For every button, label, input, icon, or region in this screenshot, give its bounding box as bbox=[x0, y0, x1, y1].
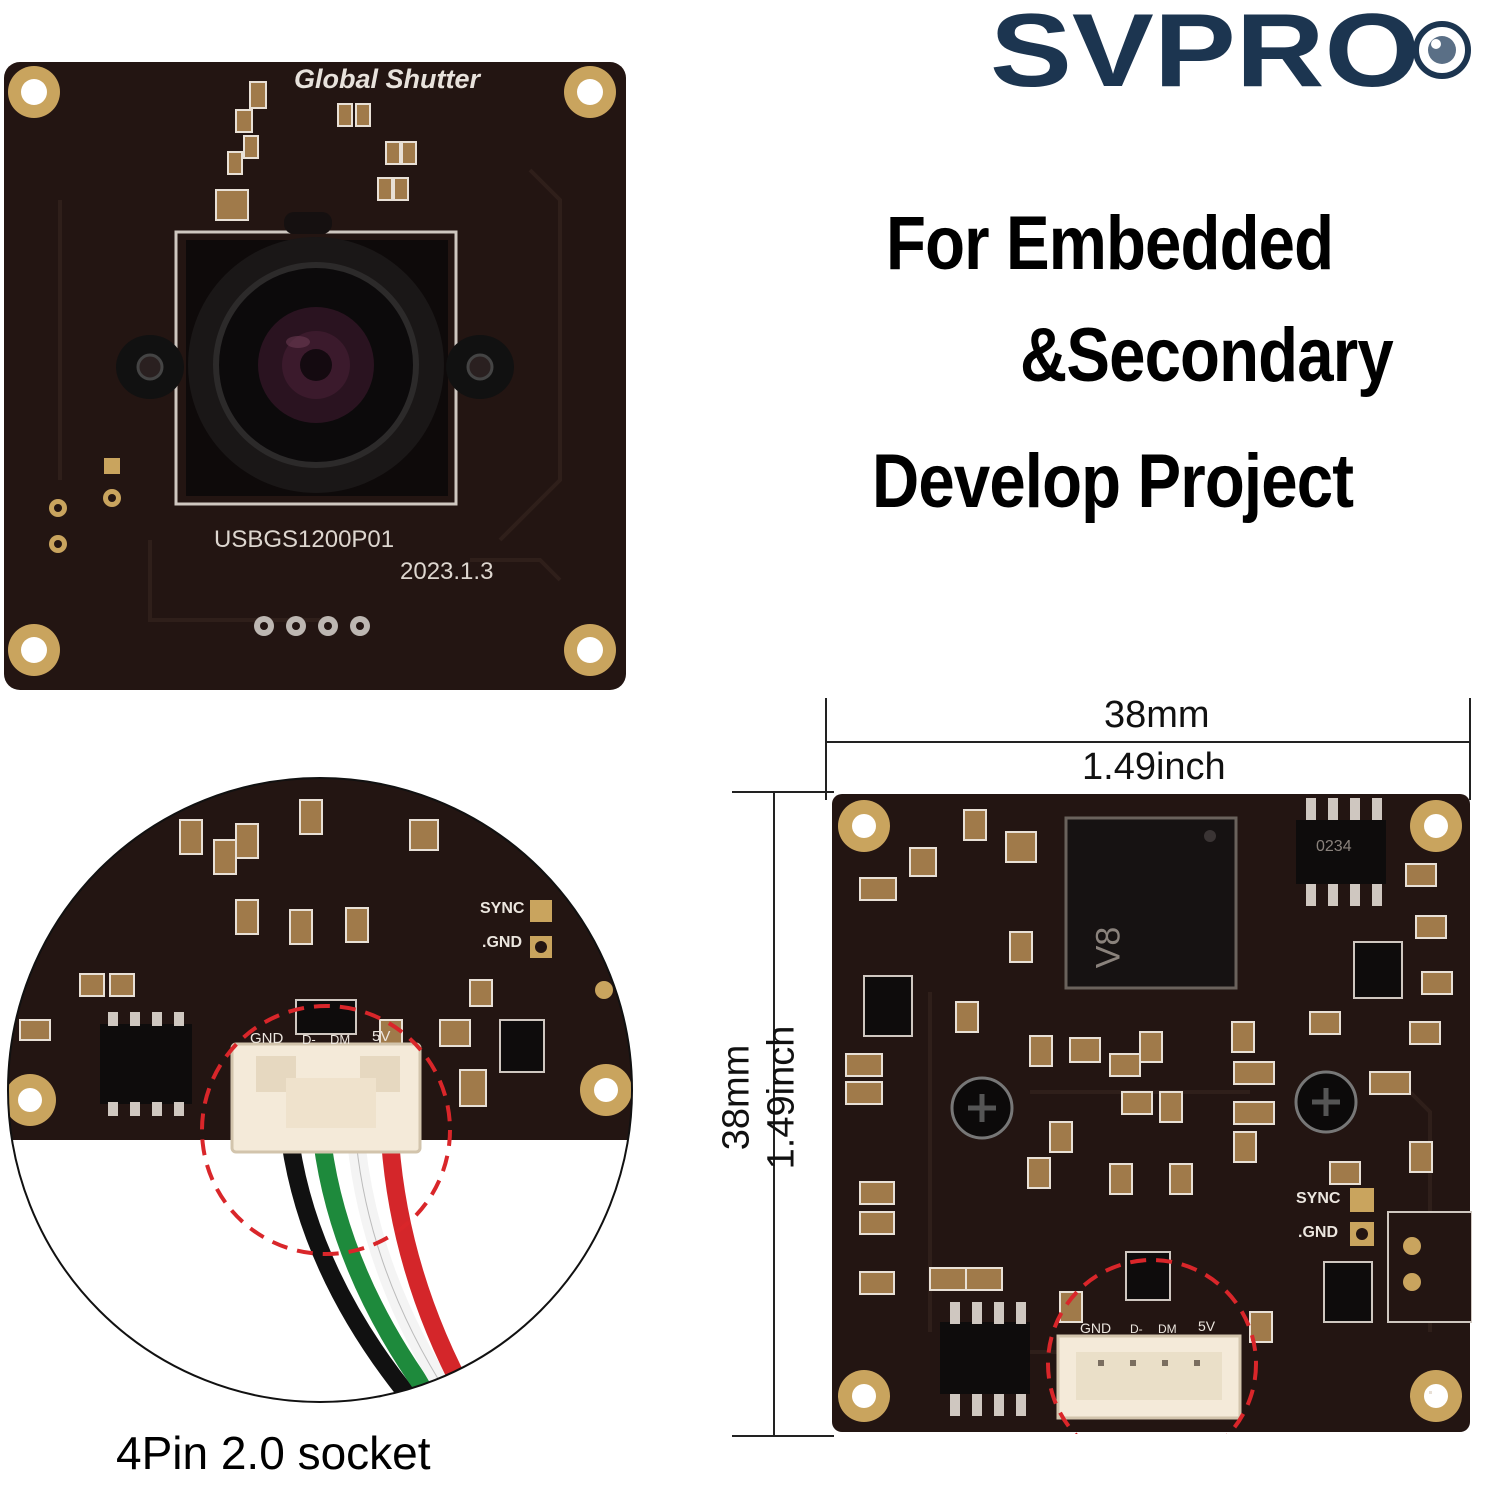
brand-logo: SVPRO bbox=[990, 0, 1490, 96]
zoom-gnd-label: .GND bbox=[482, 934, 522, 951]
back-gnd-label: .GND bbox=[1298, 1224, 1338, 1241]
headline-line-2: &Secondary bbox=[1020, 313, 1394, 398]
mounting-hole bbox=[8, 66, 616, 676]
zoom-pin-label-5v: 5V bbox=[372, 1028, 391, 1045]
headline-line-3: Develop Project bbox=[872, 439, 1354, 524]
back-pin-label-5v: 5V bbox=[1198, 1318, 1216, 1334]
main-chip bbox=[1064, 816, 1238, 990]
height-inch-label: 1.49inch bbox=[760, 1025, 803, 1170]
connector-zoom-detail: SYNC .GND GND D- DM 5V bbox=[0, 760, 640, 1410]
brand-logo-text: SVPRO bbox=[990, 0, 1420, 96]
back-pin-label-gnd: GND bbox=[1080, 1320, 1112, 1336]
highlight-dashed-circle bbox=[200, 1004, 452, 1256]
headline-line-1: For Embedded bbox=[886, 201, 1334, 286]
back-pin-label-dm: DM bbox=[1158, 1322, 1177, 1336]
chip-label: V8 bbox=[1089, 926, 1128, 969]
silkscreen-global-shutter: Global Shutter bbox=[294, 64, 481, 94]
zoom-pin-label-dm: DM bbox=[330, 1032, 351, 1047]
highlight-dashed-circle-back bbox=[1046, 1258, 1258, 1434]
silkscreen-model: USBGS1200P01 bbox=[214, 526, 395, 553]
zoom-pin-label-d-minus: D- bbox=[302, 1032, 316, 1047]
width-inch-label: 1.49inch bbox=[1082, 746, 1226, 788]
width-mm-label: 38mm bbox=[1104, 694, 1210, 736]
back-pin-label-d-minus: D- bbox=[1130, 1322, 1143, 1336]
ic-label: 0234 bbox=[1316, 838, 1352, 855]
height-mm-label: 38mm bbox=[715, 1044, 758, 1151]
zoom-sync-label: SYNC bbox=[480, 900, 525, 917]
silkscreen-date: 2023.1.3 bbox=[400, 558, 494, 585]
zoom-pin-label-gnd: GND bbox=[250, 1030, 284, 1047]
back-sync-label: SYNC bbox=[1296, 1190, 1341, 1207]
front-camera-board: Global Shutter USBGS1200P01 2023.1.3 bbox=[0, 60, 630, 692]
socket-caption: 4Pin 2.0 socket bbox=[116, 1427, 431, 1479]
back-camera-board: V8 0234 SYNC .GND GND D- DM 5V bbox=[830, 792, 1472, 1434]
